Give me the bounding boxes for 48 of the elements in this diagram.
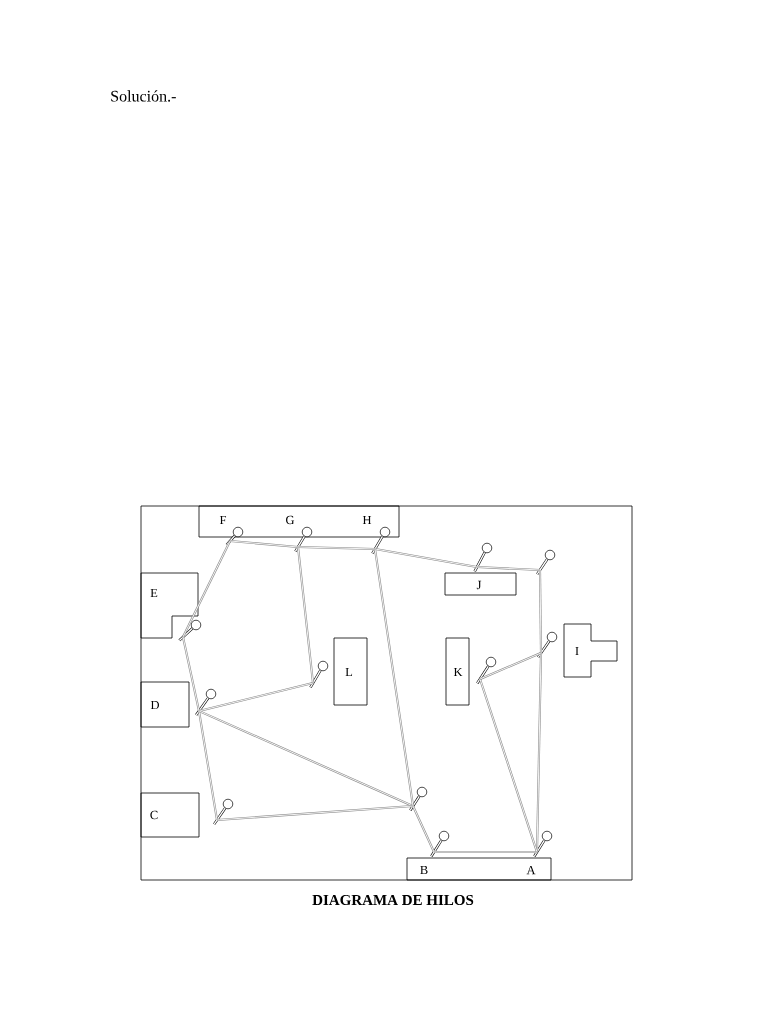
string-line bbox=[433, 850, 538, 854]
string-line bbox=[216, 804, 414, 822]
station-letter: F bbox=[219, 515, 226, 525]
string-line bbox=[476, 565, 541, 572]
pin bbox=[178, 619, 202, 642]
station-box: I bbox=[563, 623, 618, 678]
station-box: K bbox=[445, 637, 470, 706]
string-line bbox=[374, 548, 478, 568]
string-line bbox=[182, 540, 231, 638]
string-line bbox=[538, 569, 543, 654]
string-line bbox=[479, 652, 542, 680]
string-line bbox=[297, 546, 315, 684]
string-line bbox=[412, 805, 435, 853]
station-letter: B bbox=[420, 865, 428, 875]
heading: Solución.- bbox=[111, 90, 176, 102]
string-line bbox=[198, 710, 414, 807]
station-box: C bbox=[140, 792, 200, 838]
pin bbox=[195, 688, 217, 716]
string-line bbox=[182, 636, 200, 712]
string-line bbox=[297, 545, 376, 551]
station-box: D bbox=[140, 681, 190, 728]
pin bbox=[225, 526, 244, 546]
pin bbox=[473, 542, 493, 573]
string-line bbox=[535, 652, 543, 853]
station-box: J bbox=[444, 572, 517, 596]
string-line bbox=[374, 548, 414, 807]
station-letter: H bbox=[362, 515, 372, 525]
string-line bbox=[198, 710, 218, 821]
pin bbox=[409, 786, 428, 811]
pin bbox=[536, 549, 556, 575]
string-line bbox=[198, 682, 314, 712]
pin bbox=[309, 660, 329, 689]
station-box bbox=[198, 505, 400, 538]
pin bbox=[476, 656, 497, 684]
station-box: E bbox=[140, 572, 199, 639]
station-box: L bbox=[333, 637, 368, 706]
pin bbox=[213, 798, 234, 825]
pin bbox=[294, 526, 313, 552]
caption: DIAGRAMA DE HILOS bbox=[312, 895, 474, 906]
pin bbox=[430, 830, 450, 857]
string-line bbox=[479, 678, 538, 853]
pin bbox=[371, 526, 391, 555]
station-letter: G bbox=[286, 515, 295, 525]
pin bbox=[537, 631, 558, 658]
pin bbox=[533, 830, 553, 857]
station-box bbox=[406, 857, 552, 881]
string-line bbox=[229, 539, 299, 549]
station-letter: A bbox=[526, 865, 536, 875]
